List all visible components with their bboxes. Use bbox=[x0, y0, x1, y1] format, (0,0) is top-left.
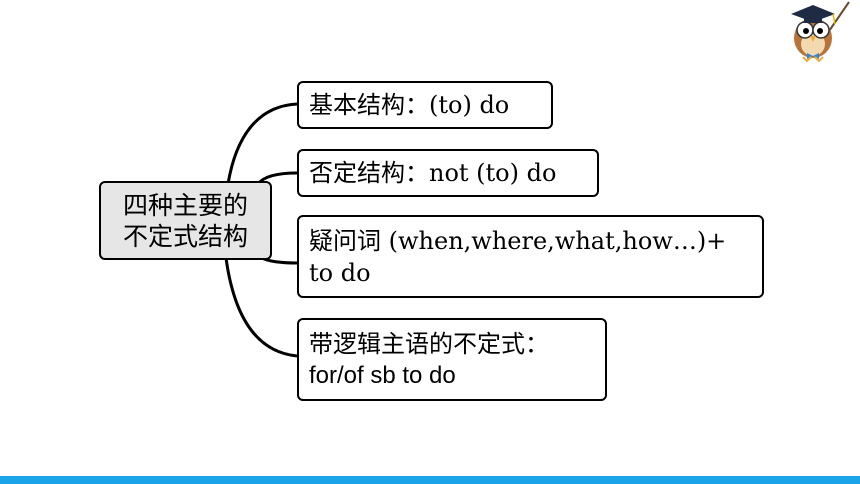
root-node-line-2: 不定式结构 bbox=[122, 221, 248, 251]
branch-4-text-line-2: for/of sb to do bbox=[309, 361, 456, 389]
branch-1-text: 基本结构：(to) do bbox=[309, 91, 510, 119]
connector-branch-1 bbox=[226, 102, 298, 185]
branch-node-logical-subject-structure: 带逻辑主语的不定式： for/of sb to do bbox=[297, 318, 607, 401]
root-node: 四种主要的 不定式结构 bbox=[99, 181, 272, 260]
connector-branch-4 bbox=[224, 257, 298, 358]
branch-2-text: 否定结构：not (to) do bbox=[309, 159, 557, 187]
root-node-line-1: 四种主要的 bbox=[122, 190, 248, 220]
branch-3-text-line-2: to do bbox=[309, 258, 371, 287]
branch-3-text-line-1: 疑问词 (when,where,what,how…)+ bbox=[309, 226, 727, 255]
owl-teacher-icon bbox=[791, 1, 850, 62]
branch-node-negative-structure: 否定结构：not (to) do bbox=[297, 149, 599, 197]
branch-4-text-line-1: 带逻辑主语的不定式： bbox=[309, 329, 549, 358]
branch-node-basic-structure: 基本结构：(to) do bbox=[297, 81, 553, 129]
bottom-accent-bar bbox=[0, 476, 860, 484]
branch-node-question-word-structure: 疑问词 (when,where,what,how…)+ to do bbox=[297, 215, 764, 298]
